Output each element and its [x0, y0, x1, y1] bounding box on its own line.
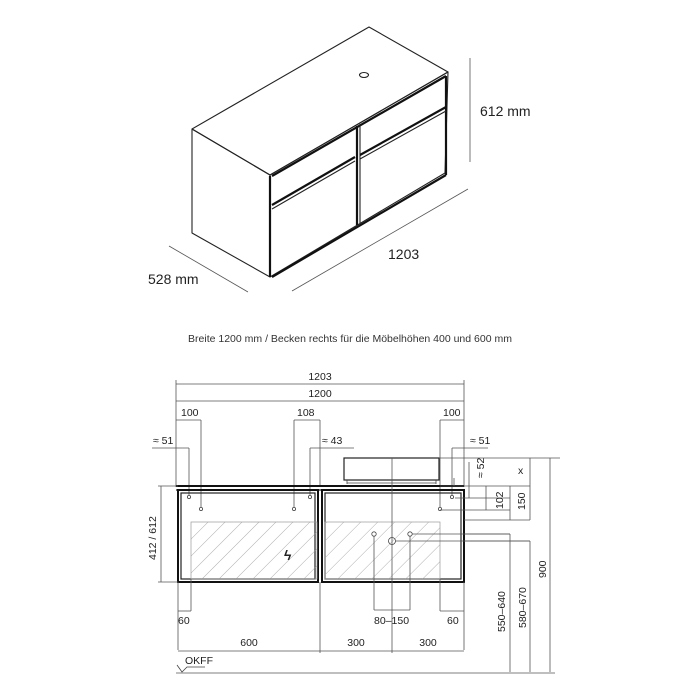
offset-right-100: 100	[443, 407, 461, 419]
hook-center-43: ≈ 43	[322, 435, 343, 447]
power-outlet-icon: ϟ	[284, 547, 292, 563]
install-zone-left	[190, 521, 318, 580]
width-1200: 1200	[308, 388, 332, 400]
isometric-cabinet: 612 mm 1203 528 mm	[148, 26, 531, 293]
bottom-left-60: 60	[178, 615, 190, 627]
basin	[343, 457, 440, 481]
front-view: 1203 1200 100 108 100 ≈ 51 ≈ 43 ≈ 51	[147, 371, 560, 674]
width-dim-line	[291, 188, 469, 292]
range-580-670: 580–670	[517, 587, 529, 628]
bottom-width-300-a: 300	[347, 637, 365, 649]
depth-dim-line	[168, 245, 249, 293]
floor-label: OKFF	[185, 655, 213, 667]
bottom-right-60: 60	[447, 615, 459, 627]
cabinet-height: 412 / 612	[147, 516, 159, 560]
height-label: 612 mm	[480, 103, 531, 119]
basin-height-52: ≈ 52	[475, 457, 487, 478]
offset-center-108: 108	[297, 407, 315, 419]
hook-right-51: ≈ 51	[470, 435, 491, 447]
hook-left-51: ≈ 51	[153, 435, 174, 447]
overall-height-900: 900	[537, 560, 549, 578]
width-label: 1203	[388, 246, 419, 262]
depth-label: 528 mm	[148, 271, 199, 287]
dim-150: 150	[516, 492, 528, 510]
width-1203: 1203	[308, 371, 332, 383]
drawer-left	[177, 489, 319, 583]
install-zone-right	[324, 521, 441, 580]
dim-102: 102	[494, 491, 506, 509]
cabinet-top	[191, 26, 449, 176]
cabinet-side	[191, 128, 271, 278]
x-label: x	[518, 465, 524, 477]
offset-left-100: 100	[181, 407, 199, 419]
drain-hole-icon	[358, 71, 370, 79]
drawing-caption: Breite 1200 mm / Becken rechts für die M…	[188, 333, 512, 345]
drawer-top-left	[271, 156, 356, 206]
bottom-width-300-b: 300	[419, 637, 437, 649]
bottom-width-600: 600	[240, 637, 258, 649]
drawer-top-right	[359, 106, 447, 156]
drawer-right	[321, 489, 465, 583]
drain-range: 80–150	[374, 615, 409, 627]
range-550-640: 550–640	[496, 591, 508, 632]
